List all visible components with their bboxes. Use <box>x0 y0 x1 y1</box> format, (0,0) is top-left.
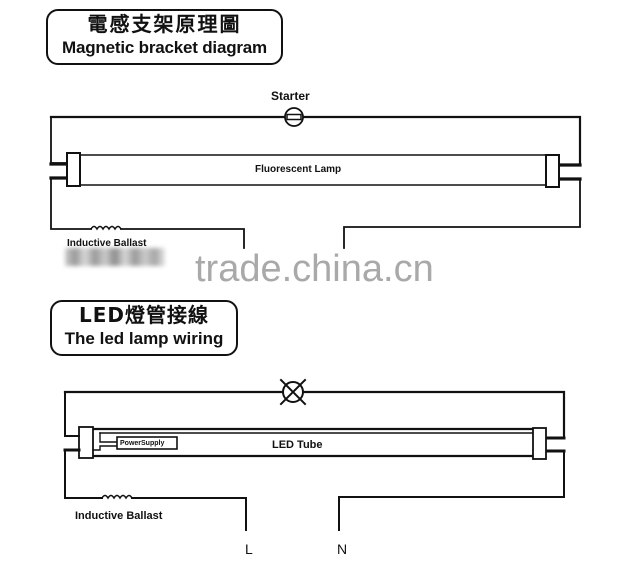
lamp-end-cap-icon <box>66 152 81 187</box>
led-wiring-title-en: The led lamp wiring <box>64 329 224 348</box>
fluorescent-lamp-tube <box>49 152 582 188</box>
led-lamp-circuit <box>63 378 566 531</box>
led-wiring-title-box: LED燈管接線 The led lamp wiring <box>50 300 238 356</box>
magnetic-bracket-title-box: 電感支架原理圖 Magnetic bracket diagram <box>46 9 283 65</box>
ballast-coil-icon <box>89 225 123 231</box>
led-tube <box>63 426 566 460</box>
magnetic-bracket-title-en: Magnetic bracket diagram <box>62 38 267 57</box>
power-supply-label: PowerSupply <box>120 440 165 447</box>
fluorescent-lamp-label: Fluorescent Lamp <box>255 164 342 175</box>
led-tube-label: LED Tube <box>272 439 323 451</box>
neutral-terminal-label: N <box>337 541 348 557</box>
blurred-region <box>65 248 165 266</box>
power-supply-box <box>116 436 178 450</box>
live-terminal-label: L <box>245 541 253 557</box>
starter-label: Starter <box>271 89 310 103</box>
led-wiring-title-cn: LED燈管接線 <box>78 303 209 327</box>
lamp-end-cap-icon <box>78 426 94 459</box>
lamp-end-cap-icon <box>532 427 547 460</box>
lamp-cross-icon <box>279 378 307 406</box>
lamp-end-cap-icon <box>545 154 560 188</box>
magnetic-bracket-circuit <box>49 107 582 249</box>
starter-icon <box>284 107 304 127</box>
inductive-ballast-label: Inductive Ballast <box>67 238 147 249</box>
inductive-ballast-label: Inductive Ballast <box>75 510 163 522</box>
ballast-coil-icon <box>100 494 134 500</box>
watermark: trade.china.cn <box>195 248 434 290</box>
magnetic-bracket-title-cn: 電感支架原理圖 <box>87 12 242 36</box>
